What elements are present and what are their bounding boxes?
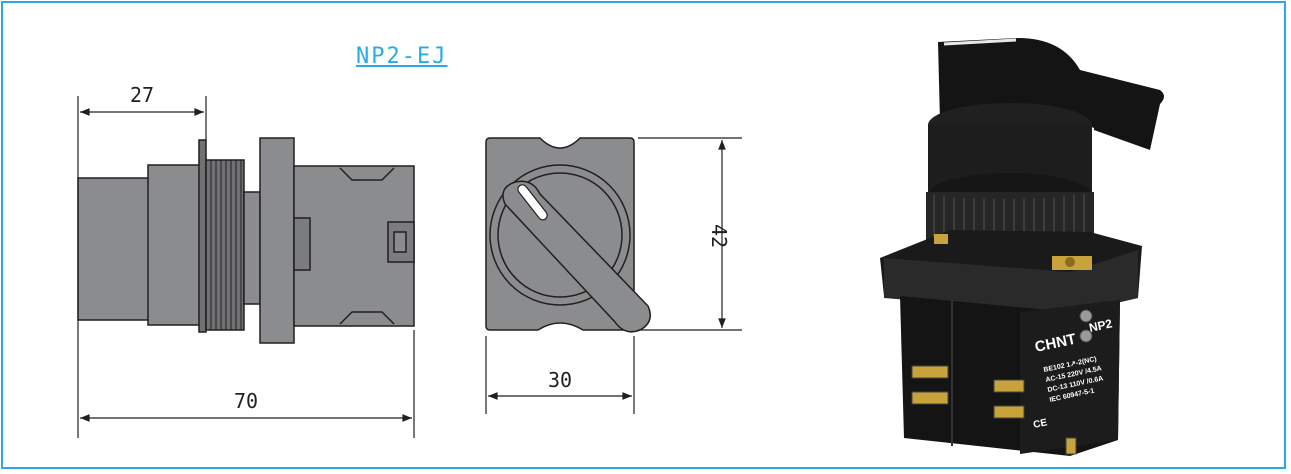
model-title: NP2-EJ <box>356 44 448 69</box>
side-view-dimensions <box>77 96 415 438</box>
product-photo: CHNT NP2 BE102 1↗-2(NC) AC-15 220V /4.5A… <box>880 38 1164 456</box>
adapter-flange <box>259 137 295 344</box>
lock-nut <box>205 159 245 331</box>
side-view <box>77 137 415 344</box>
bezel-ring <box>147 164 204 326</box>
dim-front-length: 27 <box>130 83 154 107</box>
terminal-screw <box>293 217 311 271</box>
dim-face-width: 30 <box>548 368 572 392</box>
shaft-collar <box>243 191 261 305</box>
mounting-plate <box>198 139 207 333</box>
front-view <box>485 137 651 333</box>
selector-indicator <box>517 184 548 221</box>
knob-cap <box>77 177 151 321</box>
dim-total-length: 70 <box>234 389 258 413</box>
dim-face-height: 42 <box>707 224 731 248</box>
front-view-dimensions <box>485 137 742 414</box>
product-ce-mark: CE <box>1032 417 1048 431</box>
product-series: NP2 <box>1088 316 1114 335</box>
